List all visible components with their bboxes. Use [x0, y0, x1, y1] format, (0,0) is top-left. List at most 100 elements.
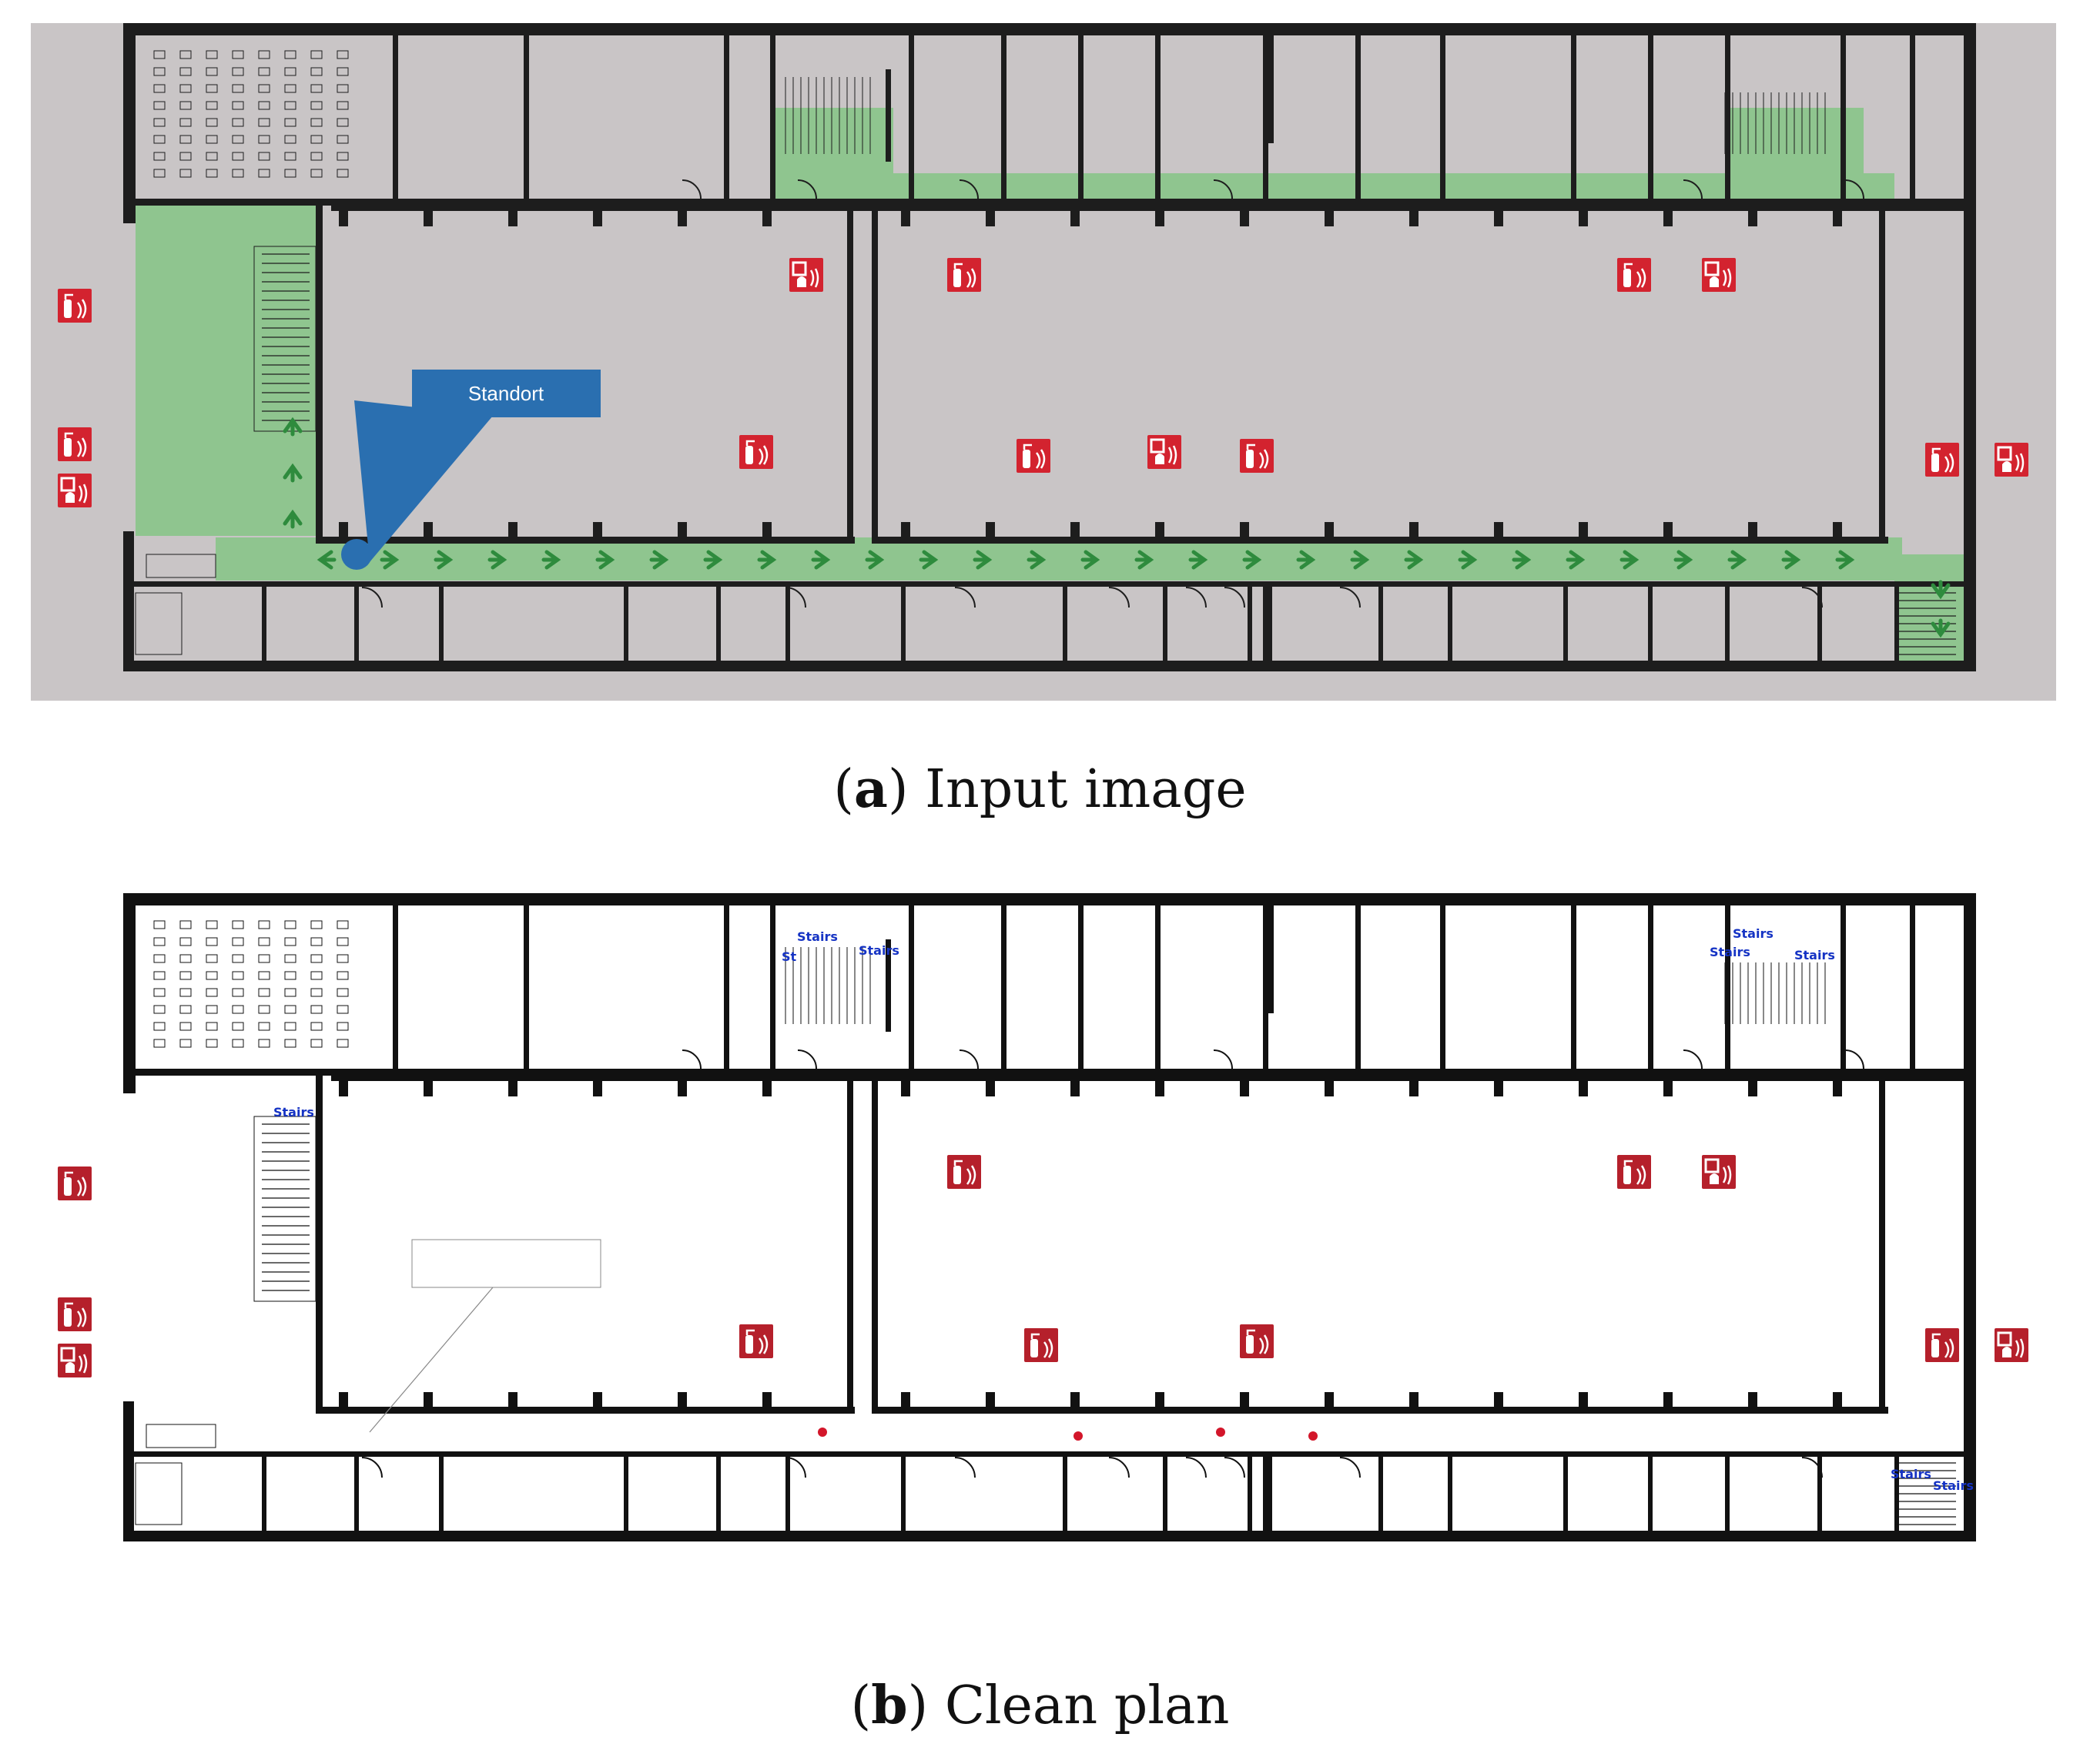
fire-extinguisher-sign [58, 427, 92, 461]
south-room-partition [1448, 585, 1452, 662]
window-pier [855, 23, 872, 35]
column [424, 1392, 433, 1408]
seat [153, 152, 166, 161]
seat [206, 84, 218, 93]
seat [179, 84, 192, 93]
column [762, 1081, 772, 1096]
column [1579, 1392, 1588, 1408]
window-pier [909, 893, 926, 905]
seat [179, 152, 192, 161]
seat [337, 1005, 349, 1014]
south-room-partition [1163, 585, 1167, 662]
marker-pointer [354, 400, 493, 562]
door-swing [1224, 1457, 1245, 1478]
seat [284, 1039, 296, 1048]
seat [153, 84, 166, 93]
seat [232, 954, 244, 963]
fire-hose-icon [1258, 449, 1269, 469]
sign-plate [739, 435, 773, 469]
flame-icon [1722, 268, 1732, 288]
window-pier [154, 893, 171, 905]
standort-label: Standort [468, 382, 544, 405]
sign-plate [58, 427, 92, 461]
south-room-partition [1448, 1455, 1452, 1532]
south-room-partition [1817, 1455, 1822, 1532]
window-pier [1563, 661, 1579, 671]
toilet-block [135, 592, 183, 655]
flame-icon [1722, 1165, 1732, 1185]
standort-ghost-pointer [369, 1287, 494, 1433]
column [1325, 1081, 1334, 1096]
escape-arrow [757, 550, 777, 570]
north-room-partition [1571, 35, 1576, 201]
hose-nozzle-icon [64, 293, 73, 300]
window-pier [531, 23, 548, 35]
hand-icon [2002, 461, 2011, 472]
outer-wall-top [123, 893, 1964, 905]
door-swing [959, 1049, 979, 1069]
seat [310, 1005, 323, 1014]
hose-nozzle-icon [953, 1160, 963, 1166]
door-swing [1185, 1457, 1207, 1478]
column [593, 1392, 602, 1408]
fire-extinguisher-sign [739, 435, 773, 469]
seat [232, 152, 244, 161]
window-pier [1240, 661, 1255, 671]
window-pier [1609, 893, 1626, 905]
window-pier [1879, 893, 1896, 905]
hall-1-right-wall [847, 204, 853, 543]
seat [258, 152, 270, 161]
sign-plate [947, 258, 981, 292]
fire-hose-icon [1043, 1338, 1053, 1358]
south-east-stair [1894, 554, 1964, 670]
window-pier [1294, 661, 1309, 671]
north-room-partition [1155, 905, 1161, 1071]
fire-hose-icon [758, 1334, 769, 1354]
column [986, 211, 995, 226]
column [1663, 211, 1673, 226]
south-room-partition [354, 585, 359, 662]
seat [232, 1039, 244, 1048]
stairs-label: Stairs [1733, 926, 1774, 941]
window-pier [1448, 893, 1465, 905]
window-pier [485, 1531, 501, 1541]
column [1833, 1081, 1842, 1096]
window-pier [1617, 661, 1633, 671]
window-pier [1232, 23, 1249, 35]
caption-b-text: Clean plan [944, 1675, 1230, 1736]
fire-extinguisher-icon [64, 438, 72, 457]
south-room-partition [785, 1455, 790, 1532]
window-pier [377, 1531, 393, 1541]
stair-core-wall [770, 69, 775, 162]
window-pier [862, 661, 878, 671]
column [1155, 1392, 1164, 1408]
seat [310, 152, 323, 161]
window-pier [370, 23, 387, 35]
hose-nozzle-icon [1623, 1160, 1633, 1166]
thick-south-partition [1263, 585, 1272, 662]
fire-alarm-button-icon [1704, 261, 1720, 276]
window-pier [1887, 661, 1902, 671]
window-pier [1178, 893, 1195, 905]
window-pier [1348, 661, 1363, 671]
south-room-partition [1063, 585, 1067, 662]
window-pier [909, 23, 926, 35]
window-pier [1833, 1531, 1848, 1541]
seat [310, 920, 323, 929]
window-pier [809, 1531, 824, 1541]
escape-arrow [865, 550, 885, 570]
window-pier [1132, 661, 1147, 671]
west-stair-hall [136, 205, 316, 536]
hall-1-left-wall [316, 1074, 323, 1413]
sign-plate [58, 289, 92, 323]
north-room-partition [393, 905, 398, 1071]
hand-icon [1710, 1173, 1719, 1184]
seat [258, 1005, 270, 1014]
seat [232, 988, 244, 997]
seat [310, 118, 323, 127]
column [339, 1081, 348, 1096]
door-swing [785, 1457, 806, 1478]
north-room-partition [1725, 905, 1730, 1071]
column [1409, 1392, 1418, 1408]
